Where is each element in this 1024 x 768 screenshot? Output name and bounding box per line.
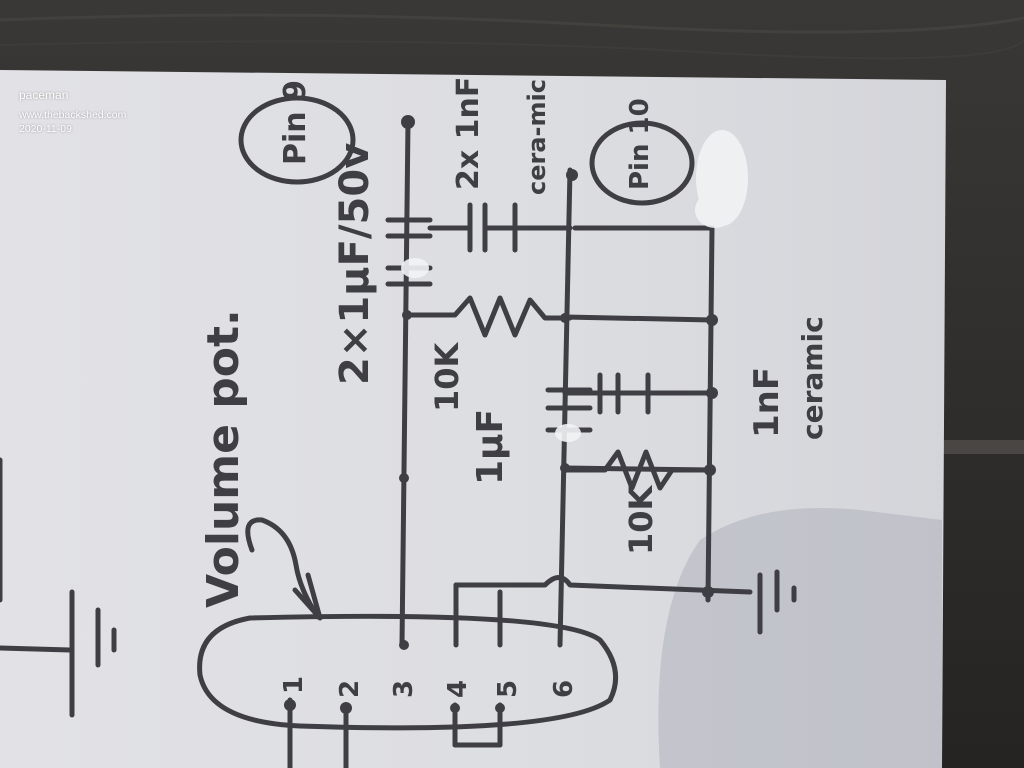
pot-pin-3: 3 (389, 680, 419, 698)
pin10-label: Pin 10 (625, 98, 655, 190)
cap-1nf-label: 1nF (747, 367, 787, 438)
arrow-head (292, 572, 323, 621)
arrow (245, 517, 321, 620)
cap-2x1nf-label: 2x 1nF (451, 77, 486, 190)
watermark-site: www.thebackshed.com (19, 109, 127, 121)
watermark-date: 2020-11-09 (19, 123, 72, 135)
watermark-user: paceman (19, 88, 69, 102)
wire (399, 119, 411, 648)
junction-dots (284, 115, 718, 714)
pot-pin-4: 4 (443, 680, 473, 698)
pin10-circle (589, 120, 695, 206)
cap-2x1uf-label: 2×1µF/50v (332, 143, 378, 385)
pin9-label: Pin 9 (278, 80, 313, 165)
volume-pot-body (197, 613, 619, 731)
pin9-circle (238, 95, 356, 185)
wire (562, 314, 715, 323)
cap-1uf-label: 1µF (470, 409, 511, 485)
ceramic-label-2: ceramic (796, 316, 829, 440)
resistor-10k-top-label: 10K (428, 341, 466, 412)
pot-pin-5: 5 (493, 680, 523, 698)
resistor-10k-bottom (562, 449, 713, 491)
table-grain (0, 39, 1024, 60)
wire (705, 225, 715, 603)
wire (0, 645, 73, 653)
shadow (658, 508, 942, 768)
wire (453, 575, 753, 595)
ceramic-label-1: cera-mic (523, 79, 551, 195)
resistor-10k-top (405, 295, 573, 338)
pot-pin-2: 2 (335, 680, 365, 698)
volume-pot-label: Volume pot. (198, 309, 249, 608)
pot-pin-6: 6 (549, 680, 579, 698)
pot-pin-1: 1 (279, 676, 309, 694)
table-grain (0, 13, 1024, 34)
resistor-10k-bottom-label: 10K (622, 484, 660, 555)
table-edge (940, 440, 1024, 454)
glue-blob (401, 130, 748, 442)
